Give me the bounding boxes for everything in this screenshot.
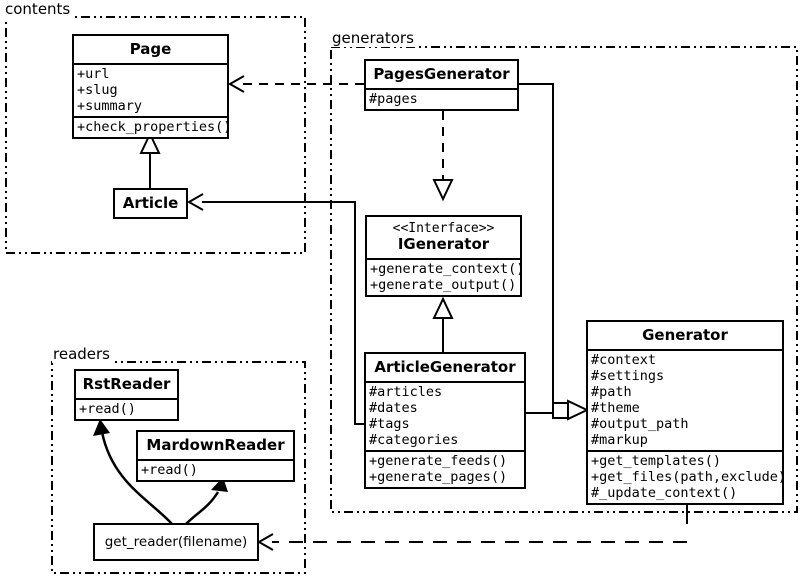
class-methods-articlegenerator: +generate_feeds() +generate_pages() [366, 450, 524, 487]
class-attributes-generator: #context #settings #path #theme #output_… [588, 349, 782, 450]
class-attribute: #settings [591, 368, 665, 384]
class-method: +read() [141, 462, 198, 478]
edge-getreader-to-mardownreader [185, 477, 228, 525]
class-box-article[interactable]: Article [113, 188, 188, 219]
edge-pagesgenerator-to-generator [519, 83, 569, 404]
class-method: +read() [79, 401, 136, 417]
edge-articlegenerator-to-generator [526, 399, 590, 421]
class-name-articlegenerator: ArticleGenerator [374, 358, 516, 376]
class-attribute: #categories [369, 432, 459, 448]
class-method: +generate_feeds() [369, 453, 508, 469]
class-methods-igenerator: +generate_context() +generate_output() [367, 258, 525, 295]
edge-articlegenerator-to-igenerator [432, 296, 454, 352]
edge-pagesgenerator-to-page [227, 75, 364, 93]
class-method: #_update_context() [591, 485, 738, 501]
class-attribute: #output_path [591, 416, 689, 432]
function-box-get-reader[interactable]: get_reader(filename) [93, 523, 259, 561]
class-name-mardownreader: MardownReader [146, 436, 285, 454]
class-methods-mardownreader: +read() [138, 459, 293, 480]
class-attribute: #context [591, 352, 657, 368]
class-attributes-page: +url +slug +summary [74, 63, 227, 116]
class-attribute: +url [77, 66, 110, 82]
class-methods-page: +check_properties() [74, 116, 232, 137]
class-name-rstreader: RstReader [82, 375, 171, 393]
class-name-article: Article [122, 194, 179, 212]
class-name-generator: Generator [642, 326, 728, 344]
class-stereotype-igenerator: <<Interface>> [392, 221, 495, 236]
class-attributes-articlegenerator: #articles #dates #tags #categories [366, 381, 524, 450]
class-attribute: #tags [369, 416, 410, 432]
class-attributes-pagesgenerator: #pages [366, 88, 517, 109]
edge-articlegenerator-to-article [186, 193, 364, 425]
package-label-readers: readers [52, 345, 112, 363]
class-attribute: #dates [369, 400, 418, 416]
edge-pagesgenerator-to-igenerator [432, 111, 454, 202]
class-method: +get_templates() [591, 453, 722, 469]
class-name-pagesgenerator: PagesGenerator [373, 65, 510, 83]
class-method: +get_files(path,exclude) [591, 469, 787, 485]
package-label-contents: contents [4, 0, 73, 18]
class-attribute: #theme [591, 400, 640, 416]
class-methods-rstreader: +read() [76, 398, 177, 419]
class-attribute: #pages [369, 91, 418, 107]
class-method: +generate_output() [370, 277, 517, 293]
class-methods-generator: +get_templates() +get_files(path,exclude… [588, 450, 787, 503]
class-box-pagesgenerator[interactable]: PagesGenerator #pages [364, 59, 519, 111]
class-box-generator[interactable]: Generator #context #settings #path #them… [586, 320, 787, 505]
function-label-get-reader: get_reader(filename) [104, 534, 248, 550]
class-attribute: +summary [77, 98, 143, 114]
package-label-generators: generators [331, 29, 416, 47]
class-name-igenerator: IGenerator [397, 235, 490, 253]
class-method: +generate_pages() [369, 469, 508, 485]
class-name-page: Page [129, 40, 172, 58]
class-box-mardownreader[interactable]: MardownReader +read() [136, 430, 295, 482]
class-method: +check_properties() [77, 119, 232, 135]
class-attribute: +slug [77, 82, 118, 98]
class-box-rstreader[interactable]: RstReader +read() [74, 369, 179, 421]
class-box-igenerator[interactable]: <<Interface>> IGenerator +generate_conte… [365, 215, 525, 297]
class-method: +generate_context() [370, 261, 525, 277]
edge-article-to-page [139, 131, 161, 190]
class-box-articlegenerator[interactable]: ArticleGenerator #articles #dates #tags … [364, 352, 526, 489]
class-attribute: #articles [369, 384, 443, 400]
class-attribute: #markup [591, 432, 648, 448]
class-box-page[interactable]: Page +url +slug +summary +check_properti… [72, 34, 232, 139]
class-attribute: #path [591, 384, 632, 400]
